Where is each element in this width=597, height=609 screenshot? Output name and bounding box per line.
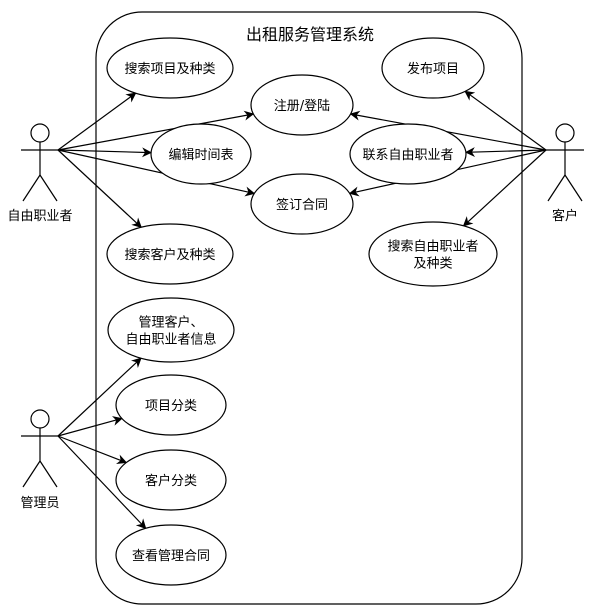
use-case-ellipse: [381, 37, 485, 99]
use-case-label: 编辑时间表: [168, 148, 233, 163]
use-case-project-category: 项目分类: [115, 374, 227, 436]
association-freelancer-sign-contract: [57, 149, 256, 197]
use-case-contact-freelancer: 联系自由职业者: [349, 123, 467, 185]
use-case-customer-category: 客户分类: [115, 449, 227, 511]
association-customer-contact-freelancer: [464, 147, 547, 158]
actor-leg: [22, 174, 41, 202]
use-case-label: 自由职业者信息: [125, 332, 216, 348]
use-case-label: 搜索客户及种类: [124, 247, 215, 263]
actor-customer: 客户: [546, 123, 584, 224]
use-case-ellipse: [150, 123, 252, 185]
use-case-ellipse: [250, 74, 354, 136]
actor-label: 管理员: [20, 496, 59, 511]
actor-label: 客户: [552, 208, 578, 224]
association-admin-manage-info: [57, 357, 142, 437]
use-case-label: 搜索自由职业者: [387, 240, 478, 255]
use-case-label: 注册/登陆: [274, 98, 330, 114]
use-case-ellipse: [115, 449, 227, 511]
association-freelancer-search-projects: [57, 92, 137, 151]
use-case-ellipse: [115, 524, 227, 586]
use-case-label: 管理客户、: [138, 315, 203, 331]
use-case-ellipse: [368, 221, 498, 287]
actor-head: [555, 123, 575, 143]
association-admin-view-contracts: [57, 435, 147, 530]
actor-label: 自由职业者: [7, 209, 72, 224]
association-freelancer-edit-schedule: [57, 147, 153, 158]
use-case-ellipse: [106, 223, 234, 285]
use-case-ellipse: [250, 173, 354, 235]
use-case-publish-project: 发布项目: [381, 37, 485, 99]
system-boundary: [95, 11, 523, 605]
actor-leg: [564, 174, 583, 202]
use-case-search-projects: 搜索项目及种类: [106, 37, 234, 99]
actor-head: [30, 123, 50, 143]
actor-leg: [547, 174, 566, 202]
association-admin-project-category: [57, 416, 123, 437]
actor-leg: [39, 174, 58, 202]
association-admin-customer-category: [57, 435, 128, 464]
actor-leg: [39, 460, 58, 488]
association-customer-publish-project: [464, 90, 547, 151]
use-case-search-customers: 搜索客户及种类: [106, 223, 234, 285]
actor-admin: 管理员: [20, 409, 60, 511]
use-case-edit-schedule: 编辑时间表: [150, 123, 252, 185]
use-case-label: 及种类: [413, 257, 452, 272]
use-case-label: 搜索项目及种类: [124, 62, 215, 77]
use-case-ellipse: [349, 123, 467, 185]
use-case-label: 发布项目: [407, 61, 459, 77]
use-case-view-contracts: 查看管理合同: [115, 524, 227, 586]
association-customer-search-freelancers: [462, 149, 547, 227]
use-case-label: 签订合同: [276, 197, 328, 213]
use-case-ellipse: [106, 37, 234, 99]
use-case-label: 联系自由职业者: [362, 148, 453, 163]
use-case-label: 查看管理合同: [132, 548, 210, 564]
association-freelancer-search-customers: [57, 149, 142, 228]
actor-leg: [22, 460, 41, 488]
use-case-label: 项目分类: [145, 399, 197, 414]
use-case-ellipse: [115, 374, 227, 436]
use-case-ellipse: [107, 297, 235, 363]
association-freelancer-register-login: [57, 110, 255, 151]
use-case-sign-contract: 签订合同: [250, 173, 354, 235]
system-title: 出租服务管理系统: [246, 25, 374, 44]
actor-freelancer: 自由职业者: [7, 123, 73, 224]
use-case-label: 客户分类: [145, 473, 197, 489]
actor-head: [30, 409, 50, 429]
use-case-manage-info: 管理客户、自由职业者信息: [107, 297, 235, 363]
use-case-register-login: 注册/登陆: [250, 74, 354, 136]
